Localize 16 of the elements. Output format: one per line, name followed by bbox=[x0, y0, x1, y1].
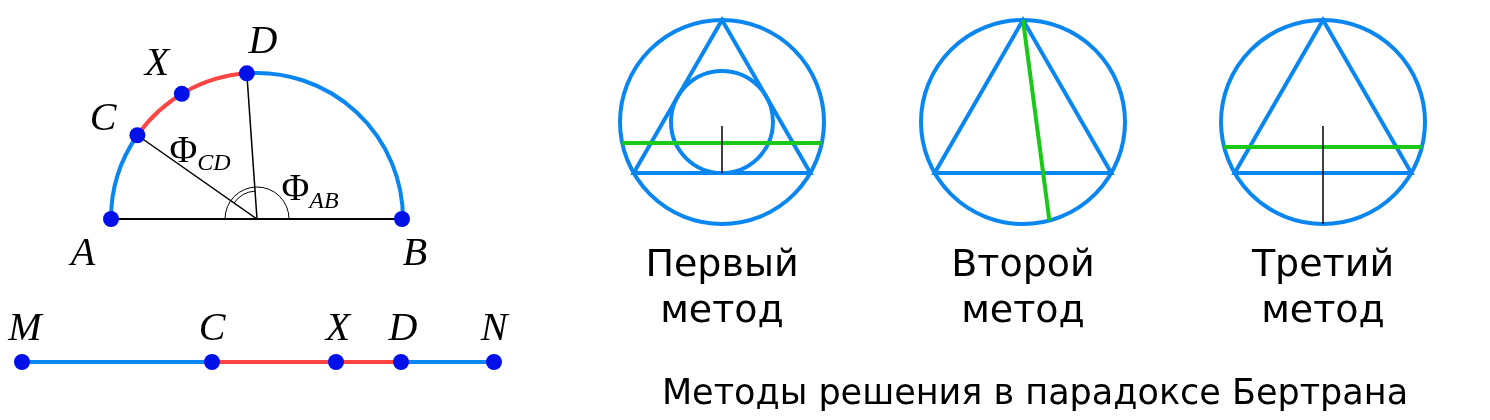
method-label: Третий метод bbox=[1250, 240, 1396, 332]
angle-label: Φ$_{AB}$ bbox=[281, 168, 339, 212]
point-label: C bbox=[198, 307, 226, 347]
method-label: Второй метод bbox=[950, 240, 1096, 332]
point-label: A bbox=[70, 232, 96, 272]
point-label: D bbox=[388, 307, 418, 347]
point-label: X bbox=[144, 42, 170, 82]
point-label: C bbox=[89, 97, 117, 137]
caption: Методы решения в парадоксе Бертрана bbox=[661, 371, 1409, 414]
point-label: D bbox=[248, 20, 278, 60]
point-label: N bbox=[480, 307, 508, 347]
method-label: Первый метод bbox=[644, 240, 800, 332]
point-label: M bbox=[8, 307, 42, 347]
angle-label: Φ$_{CD}$ bbox=[169, 130, 231, 174]
point-label: B bbox=[402, 232, 428, 272]
point-label: X bbox=[325, 307, 351, 347]
